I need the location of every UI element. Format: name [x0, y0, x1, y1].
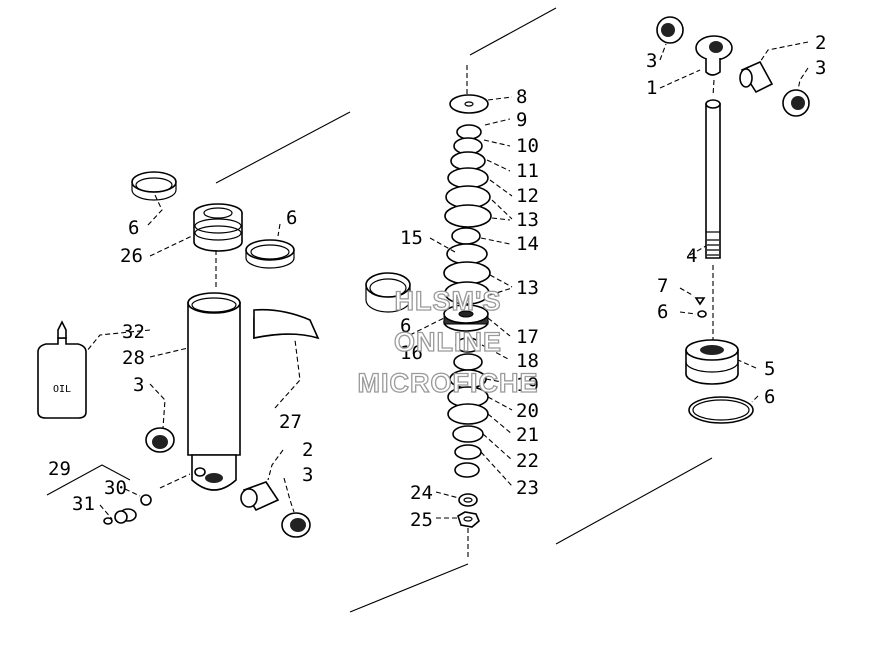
callout-7: 7	[657, 275, 668, 297]
callout-17: 17	[516, 326, 539, 348]
watermark-line-1: HLSM'S	[395, 286, 502, 316]
ring-top-left	[131, 171, 177, 201]
callout-1: 1	[646, 77, 657, 99]
watermark-line-2: ONLINE	[394, 327, 502, 357]
callout-13: 13	[516, 209, 539, 231]
callout-27: 27	[279, 411, 302, 433]
callout-4: 4	[686, 245, 697, 267]
callout-20: 20	[516, 400, 539, 422]
shim-stack	[443, 94, 492, 305]
callout-9: 9	[516, 109, 527, 131]
callout-6: 6	[128, 217, 139, 239]
callout-18: 18	[516, 350, 539, 372]
shock-body	[187, 292, 241, 491]
callout-31: 31	[72, 493, 95, 515]
watermark-line-3: MICROFICHE	[358, 368, 539, 398]
callout-25: 25	[410, 509, 433, 531]
sleeve-lower	[240, 481, 280, 512]
callout-3: 3	[646, 50, 657, 72]
bushing-top-right	[782, 89, 810, 117]
center-assembly	[349, 7, 557, 613]
callout-10: 10	[516, 135, 539, 157]
lower-shim-stack	[447, 337, 489, 528]
seal-head	[193, 203, 243, 252]
oil-bottle	[37, 320, 87, 419]
small-hardware	[46, 464, 152, 525]
center-ring	[365, 272, 411, 313]
eye-end	[695, 35, 733, 76]
callout-23: 23	[516, 477, 539, 499]
callout-6: 6	[764, 386, 775, 408]
callout-32: 32	[122, 321, 145, 343]
o-ring	[688, 396, 754, 424]
callout-2: 2	[302, 439, 313, 461]
callout-3: 3	[133, 374, 144, 396]
callouts: 1 2 2 3 3 3 3 4 5 6 6 6 6 6 7 8 9 10 11 …	[48, 32, 826, 531]
callout-6: 6	[400, 315, 411, 337]
left-assembly	[37, 111, 351, 538]
callout-2: 2	[815, 32, 826, 54]
piston	[443, 304, 489, 332]
bushing-lower	[281, 512, 311, 538]
callout-21: 21	[516, 424, 539, 446]
callout-16: 16	[400, 342, 423, 364]
callout-13: 13	[516, 277, 539, 299]
callout-30: 30	[104, 477, 127, 499]
ring-mid-left	[245, 239, 295, 269]
callout-3: 3	[302, 464, 313, 486]
watermark: HLSM'S ONLINE MICROFICHE	[357, 285, 539, 398]
callout-26: 26	[120, 245, 143, 267]
callout-24: 24	[410, 482, 433, 504]
right-assembly	[555, 16, 810, 545]
cover-sleeve	[253, 308, 320, 340]
callout-8: 8	[516, 86, 527, 108]
callout-12: 12	[516, 185, 539, 207]
callout-15: 15	[400, 227, 423, 249]
callout-3: 3	[815, 57, 826, 79]
bushing-top-left	[656, 16, 684, 44]
callout-5: 5	[764, 358, 775, 380]
callout-11: 11	[516, 160, 539, 182]
sleeve-top	[739, 60, 774, 94]
bushing-left	[145, 427, 175, 453]
callout-29: 29	[48, 458, 71, 480]
piston-rod	[705, 99, 721, 259]
bottom-cap	[685, 339, 739, 385]
callout-6: 6	[286, 207, 297, 229]
oil-bottle-label: OIL	[53, 384, 71, 395]
callout-22: 22	[516, 450, 539, 472]
callout-28: 28	[122, 347, 145, 369]
callout-19: 19	[516, 374, 539, 396]
callout-14: 14	[516, 233, 539, 255]
callout-6: 6	[657, 301, 668, 323]
